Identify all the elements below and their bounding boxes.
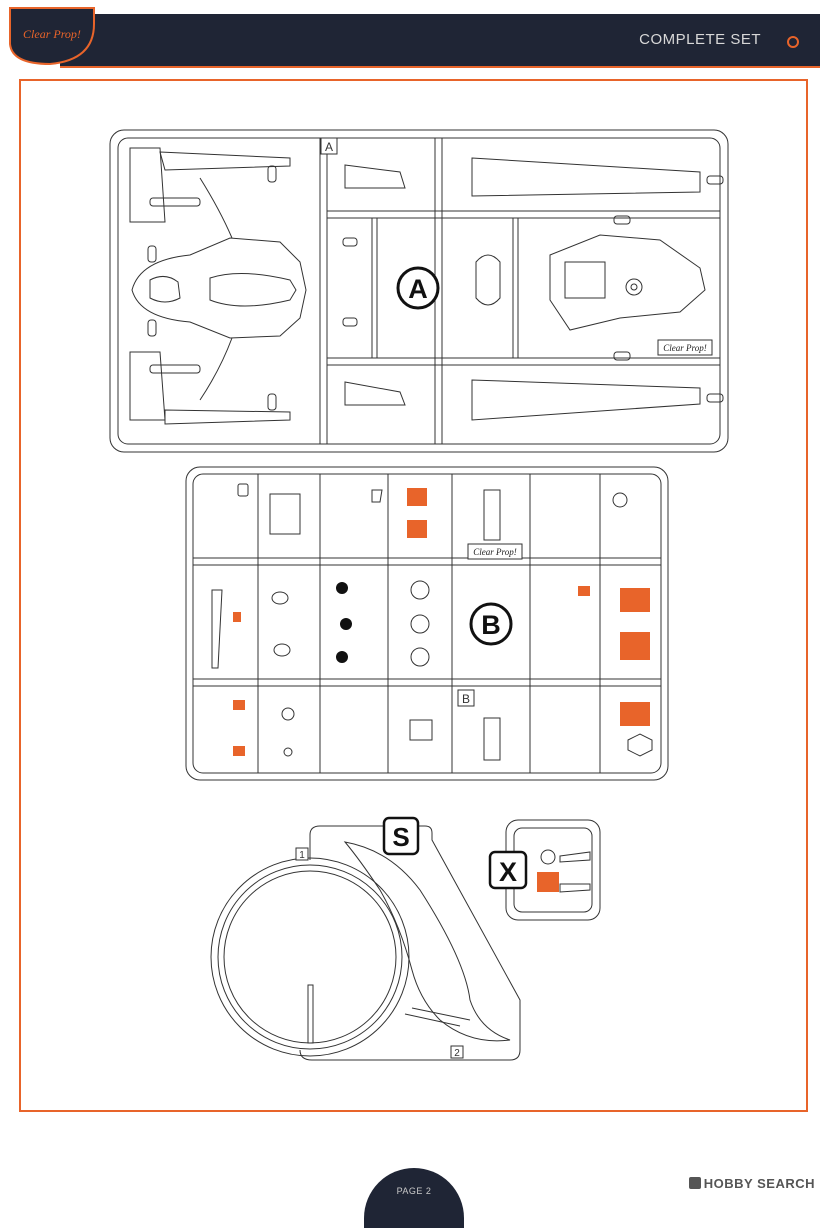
sprue-s-part-2: 2 [450,1045,464,1059]
sprue-a-brand: Clear Prop! [657,339,713,356]
svg-text:2: 2 [454,1048,460,1059]
sprue-b [185,466,669,781]
content-frame [19,79,808,1112]
logo-text: Clear Prop! [23,27,81,41]
page-header: COMPLETE SET Clear Prop! [0,0,829,70]
sprue-a [109,129,729,453]
sprue-b-letter: B [481,610,501,640]
sprue-x-badge: X [488,850,528,890]
sprue-s-part-1: 1 [295,847,309,861]
brand-logo: Clear Prop! [9,7,95,66]
watermark-text: HOBBY SEARCH [703,1176,815,1191]
sprue-s-letter: S [392,822,409,852]
svg-text:1: 1 [299,850,305,861]
header-bar [60,14,820,68]
clear-parts-highlight [233,488,650,892]
sprue-s-badge: S [382,816,420,856]
sprue-b-brand: Clear Prop! [467,543,523,560]
page-number: PAGE 2 [396,1186,432,1196]
svg-text:Clear Prop!: Clear Prop! [473,547,516,557]
svg-text:B: B [462,692,470,706]
sprue-b-tag: B [457,689,475,707]
sprue-x-letter: X [499,857,517,887]
sprue-a-tag: A [320,137,338,155]
watermark-icon [688,1177,701,1189]
svg-text:A: A [325,140,333,154]
sprue-diagram: A A Clear Prop! B B Clear Prop! S 1 2 X [109,129,729,1061]
header-title: COMPLETE SET [639,31,761,48]
sprue-a-badge: A [396,266,440,310]
header-dot-icon [787,36,799,48]
sprue-s [210,825,521,1061]
svg-text:Clear Prop!: Clear Prop! [663,343,706,353]
sprue-a-letter: A [408,274,428,304]
sprue-b-badge: B [469,602,513,646]
watermark: HOBBY SEARCH [688,1176,815,1191]
